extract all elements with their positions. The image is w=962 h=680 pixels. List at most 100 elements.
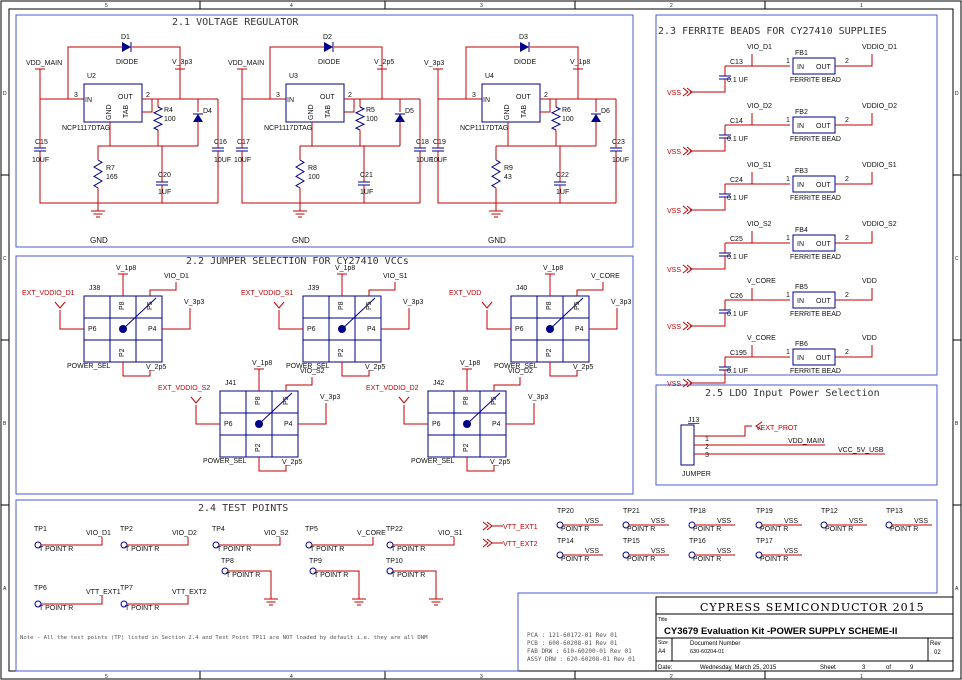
vss-label: VSS — [667, 149, 681, 156]
jumper-link — [466, 392, 501, 425]
wire — [278, 310, 303, 330]
pin-p2: P2 — [546, 348, 553, 357]
vout-net-label: V_1p8 — [570, 59, 590, 66]
wire — [341, 362, 370, 377]
vin-net-label: VDD_MAIN — [228, 60, 264, 67]
section-box-ferrite — [655, 14, 938, 376]
jumper-top-net: V_1p8 — [543, 265, 563, 272]
section-title-ferrite: 2.3 FERRITE BEADS FOR CY27410 SUPPLIES — [658, 26, 887, 37]
ext-arrow — [398, 396, 410, 404]
jumper-topright-net: VIO_S1 — [383, 273, 408, 280]
regulator-ref: U3 — [289, 73, 298, 80]
cout-ref: C18 — [416, 139, 429, 146]
pin-3-number: 3 — [472, 92, 476, 99]
wire — [690, 138, 726, 152]
cmid-cap — [554, 181, 566, 186]
fb-pin1: 1 — [786, 349, 790, 356]
dnm-note: Note - All the test points (TP) listed i… — [20, 635, 428, 641]
ferrite-cap-value: 0.1 UF — [727, 311, 748, 318]
fb-pin2: 2 — [845, 349, 849, 356]
cmid-cap — [156, 181, 168, 186]
tp-ref: TP22 — [386, 526, 403, 533]
tp-ref: TP15 — [623, 538, 640, 545]
r-bottom — [491, 159, 501, 189]
pin-p6: P6 — [88, 326, 97, 333]
wire — [195, 405, 220, 425]
pin-gnd-label: GND — [106, 104, 113, 120]
ferrite-ref: FB2 — [795, 109, 808, 116]
wire — [690, 313, 726, 327]
pin-p2: P2 — [463, 443, 470, 452]
jumper-ext-net: EXT_VDDIO_D1 — [22, 290, 75, 297]
jumper-ref: J41 — [225, 380, 236, 387]
cout-value: 10UF — [416, 157, 433, 164]
wire — [540, 99, 551, 113]
ferrite-vin: VIO_D1 — [747, 44, 772, 51]
pin-p5: P5 — [574, 301, 581, 310]
wire — [122, 362, 151, 377]
jumper-bottom-net: V_2p5 — [282, 459, 302, 466]
tp-ref: TP7 — [120, 585, 133, 592]
tp-ref: TP14 — [557, 538, 574, 545]
cmid-cap — [358, 181, 370, 186]
tp-ref: TP19 — [756, 508, 773, 515]
jumper-ext-net: EXT_VDDIO_S2 — [158, 385, 210, 392]
fb-in-label: IN — [797, 123, 804, 130]
cout-value: 10UF — [612, 157, 629, 164]
regulator-body — [285, 83, 345, 123]
tp-ref: TP8 — [221, 558, 234, 565]
pca-line: PCA : 121-60172-01 Rev 01 — [527, 632, 618, 639]
title-label: Title — [658, 617, 667, 623]
tp-vss: VSS — [717, 518, 731, 525]
pin-p6: P6 — [224, 421, 233, 428]
pin-out-label: OUT — [118, 94, 134, 101]
cin-cap — [34, 147, 46, 152]
ferrite-vin: VIO_S2 — [747, 221, 772, 228]
ext-arrow — [54, 301, 66, 309]
jumper-link — [341, 297, 376, 330]
rtop-value: 100 — [164, 116, 176, 123]
tp-net: VTT_EXT2 — [172, 589, 207, 596]
pca-line: ASSY DRW : 620-60208-01 Rev 01 — [527, 656, 636, 663]
border-row-right: D — [955, 91, 959, 97]
ldo-pin1: 1 — [705, 436, 709, 443]
doc-number: 630-60204-01 — [690, 649, 724, 655]
ferrite-vout: VDDIO_D1 — [862, 44, 897, 51]
fb-out-label: OUT — [816, 241, 832, 248]
jumper-ref: J38 — [89, 285, 100, 292]
ldo-usb: VCC_5V_USB — [838, 447, 884, 454]
wire — [393, 537, 455, 546]
wire — [466, 457, 495, 472]
pin-gnd-label: GND — [504, 104, 511, 120]
ferrite-ref: FB4 — [795, 227, 808, 234]
tp-part: T POINT R — [39, 546, 73, 553]
vss-arrow-2 — [686, 146, 693, 156]
regulator-part: NCP1117DTAG — [62, 125, 110, 132]
section-box-jumpers — [15, 255, 634, 495]
cin-ref: C19 — [433, 139, 446, 146]
ferrite-cap-ref: C13 — [730, 59, 743, 66]
fb-pin2: 2 — [845, 292, 849, 299]
fb-in-label: IN — [797, 64, 804, 71]
tp-part: POINT R — [760, 526, 788, 533]
regulator-ref: U4 — [485, 73, 494, 80]
tp-ground — [429, 593, 443, 606]
tp-part: T POINT R — [125, 605, 159, 612]
tp-ref: TP1 — [34, 526, 47, 533]
diode-top — [324, 42, 334, 52]
border-col-bottom: 1 — [860, 674, 863, 680]
ground-symbol — [293, 205, 307, 218]
vss-label: VSS — [667, 324, 681, 331]
pin-p2: P2 — [119, 348, 126, 357]
jumper-ref: J42 — [433, 380, 444, 387]
